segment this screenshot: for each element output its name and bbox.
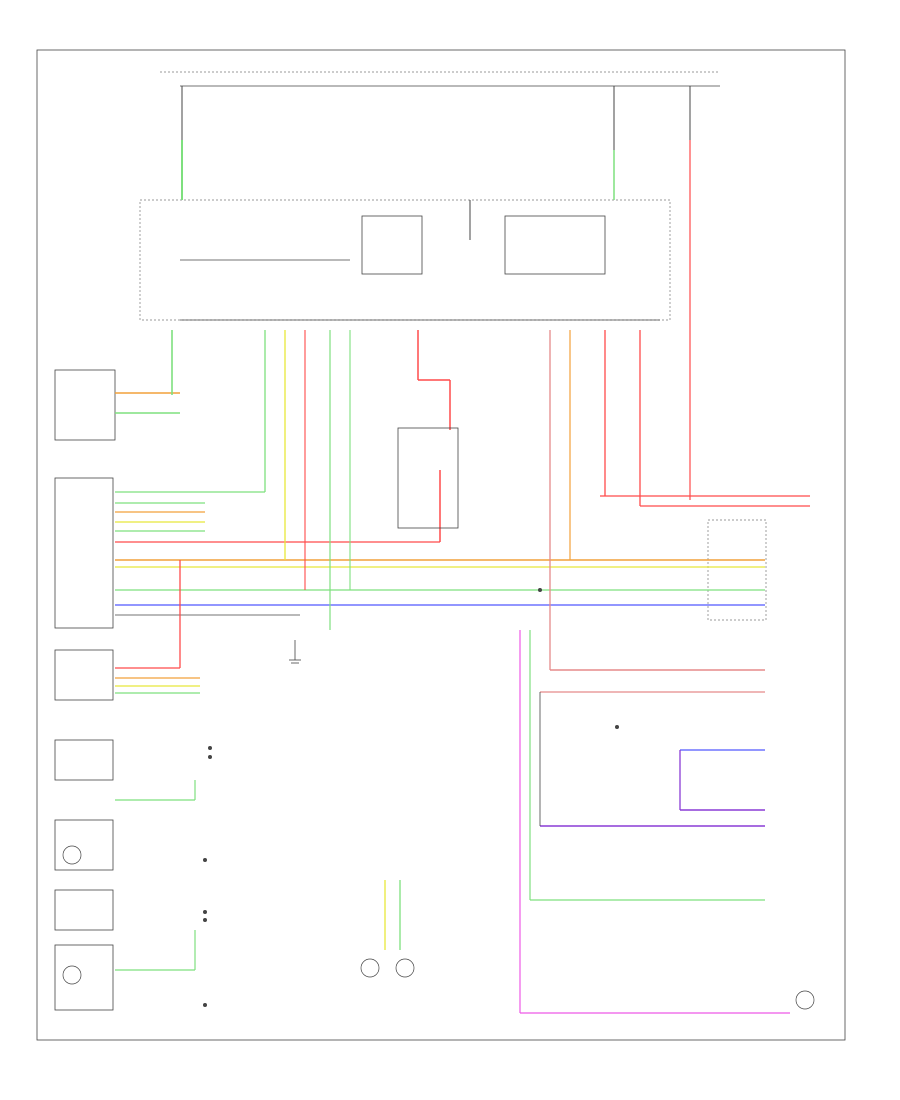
component-switch-top xyxy=(54,369,116,441)
component-connector-lower xyxy=(54,649,114,701)
relay-box-left xyxy=(361,215,423,275)
vertical-wires xyxy=(171,330,681,1013)
right-module xyxy=(707,519,767,621)
component-right-lamp xyxy=(54,944,114,1011)
bulb-right-front-icon xyxy=(62,965,82,985)
switch-box-mid xyxy=(397,427,459,529)
bulb-rear-icon xyxy=(795,990,815,1010)
bulb-left-icon xyxy=(360,958,380,978)
relay-box-right xyxy=(504,215,606,275)
bulb-left-front-icon xyxy=(62,845,82,865)
component-connector-bottom xyxy=(54,889,114,931)
feed-lines xyxy=(181,86,691,500)
bulb-right-icon xyxy=(395,958,415,978)
ground-icon xyxy=(289,640,301,664)
component-tail-lamp xyxy=(54,739,114,781)
diagram-border xyxy=(36,49,846,1041)
component-left-lamp xyxy=(54,819,114,871)
component-module-left xyxy=(54,477,114,629)
wire-runs xyxy=(115,392,810,1014)
fuse-box-region xyxy=(139,199,671,321)
connector-dots xyxy=(203,588,619,1007)
